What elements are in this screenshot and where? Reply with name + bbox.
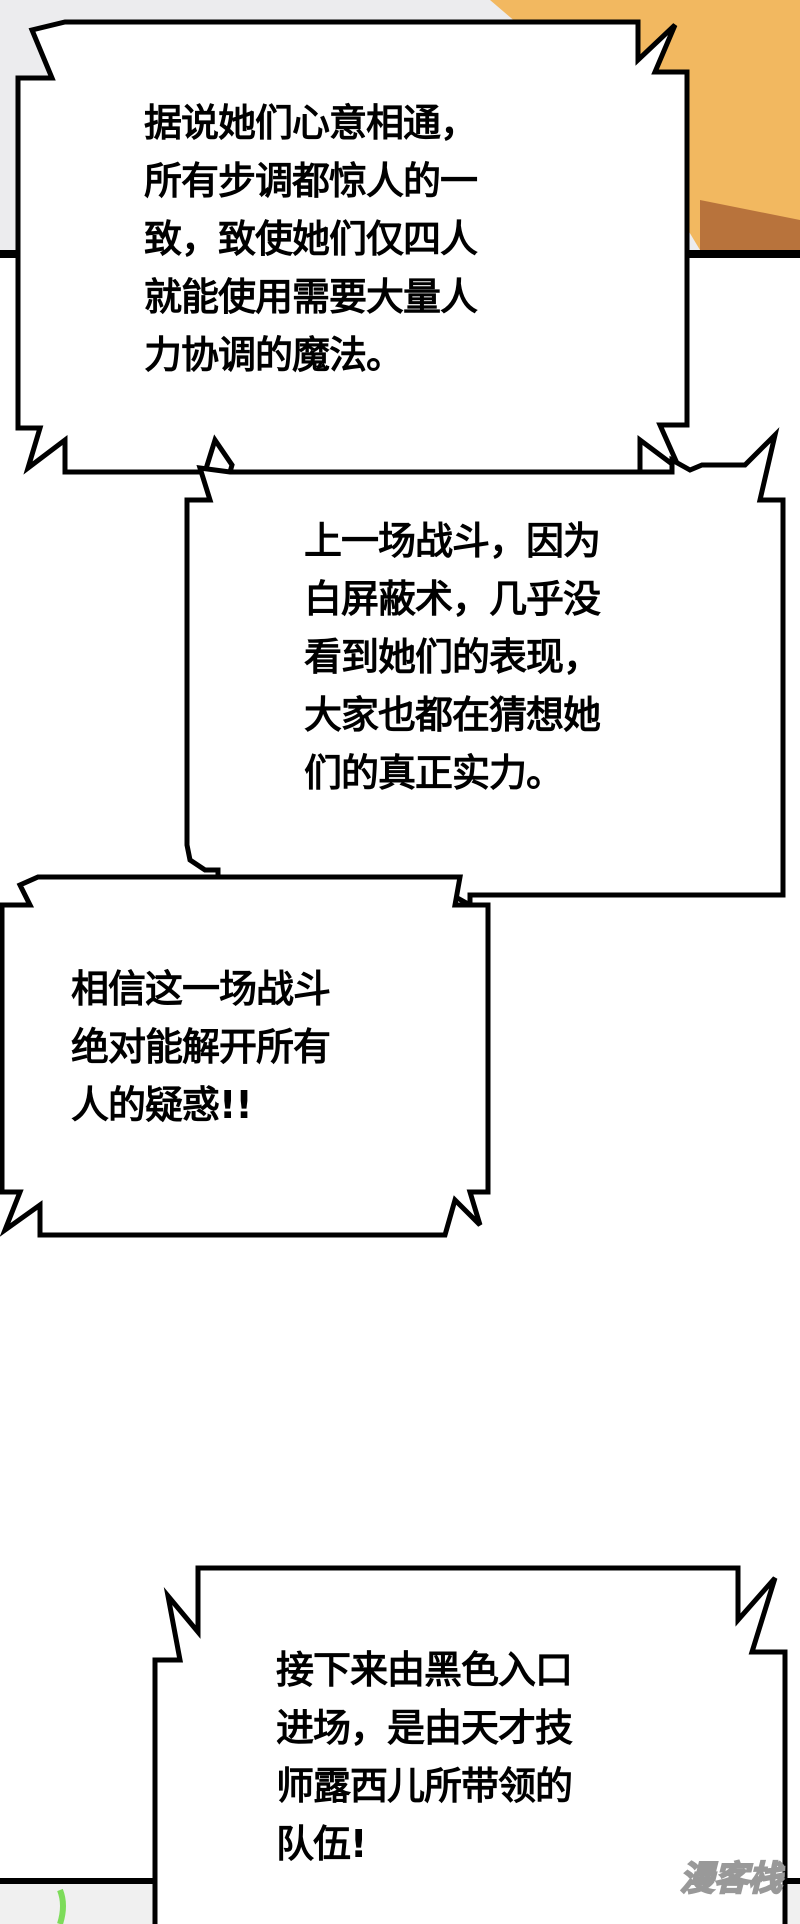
background-art-brown — [700, 200, 800, 250]
dialogue-text-2: 上一场战斗，因为 白屏蔽术，几乎没 看到她们的表现， 大家也都在猜想她 们的真正… — [304, 519, 601, 795]
speech-bubble-3 — [0, 874, 491, 1238]
speech-bubble-4 — [152, 1565, 788, 1924]
speech-bubble-1 — [15, 19, 690, 478]
speech-bubble-2 — [184, 427, 786, 910]
dialogue-text-1: 据说她们心意相通， 所有步调都惊人的一 致，致使她们仅四人 就能使用需要大量人 … — [144, 101, 478, 377]
dialogue-text-3: 相信这一场战斗 绝对能解开所有 人的疑惑!! — [71, 967, 331, 1127]
watermark-logo: 漫客栈 — [679, 1858, 783, 1900]
dialogue-text-4: 接下来由黑色入口 进场，是由天才技 师露西儿所带领的 队伍! — [276, 1648, 573, 1866]
